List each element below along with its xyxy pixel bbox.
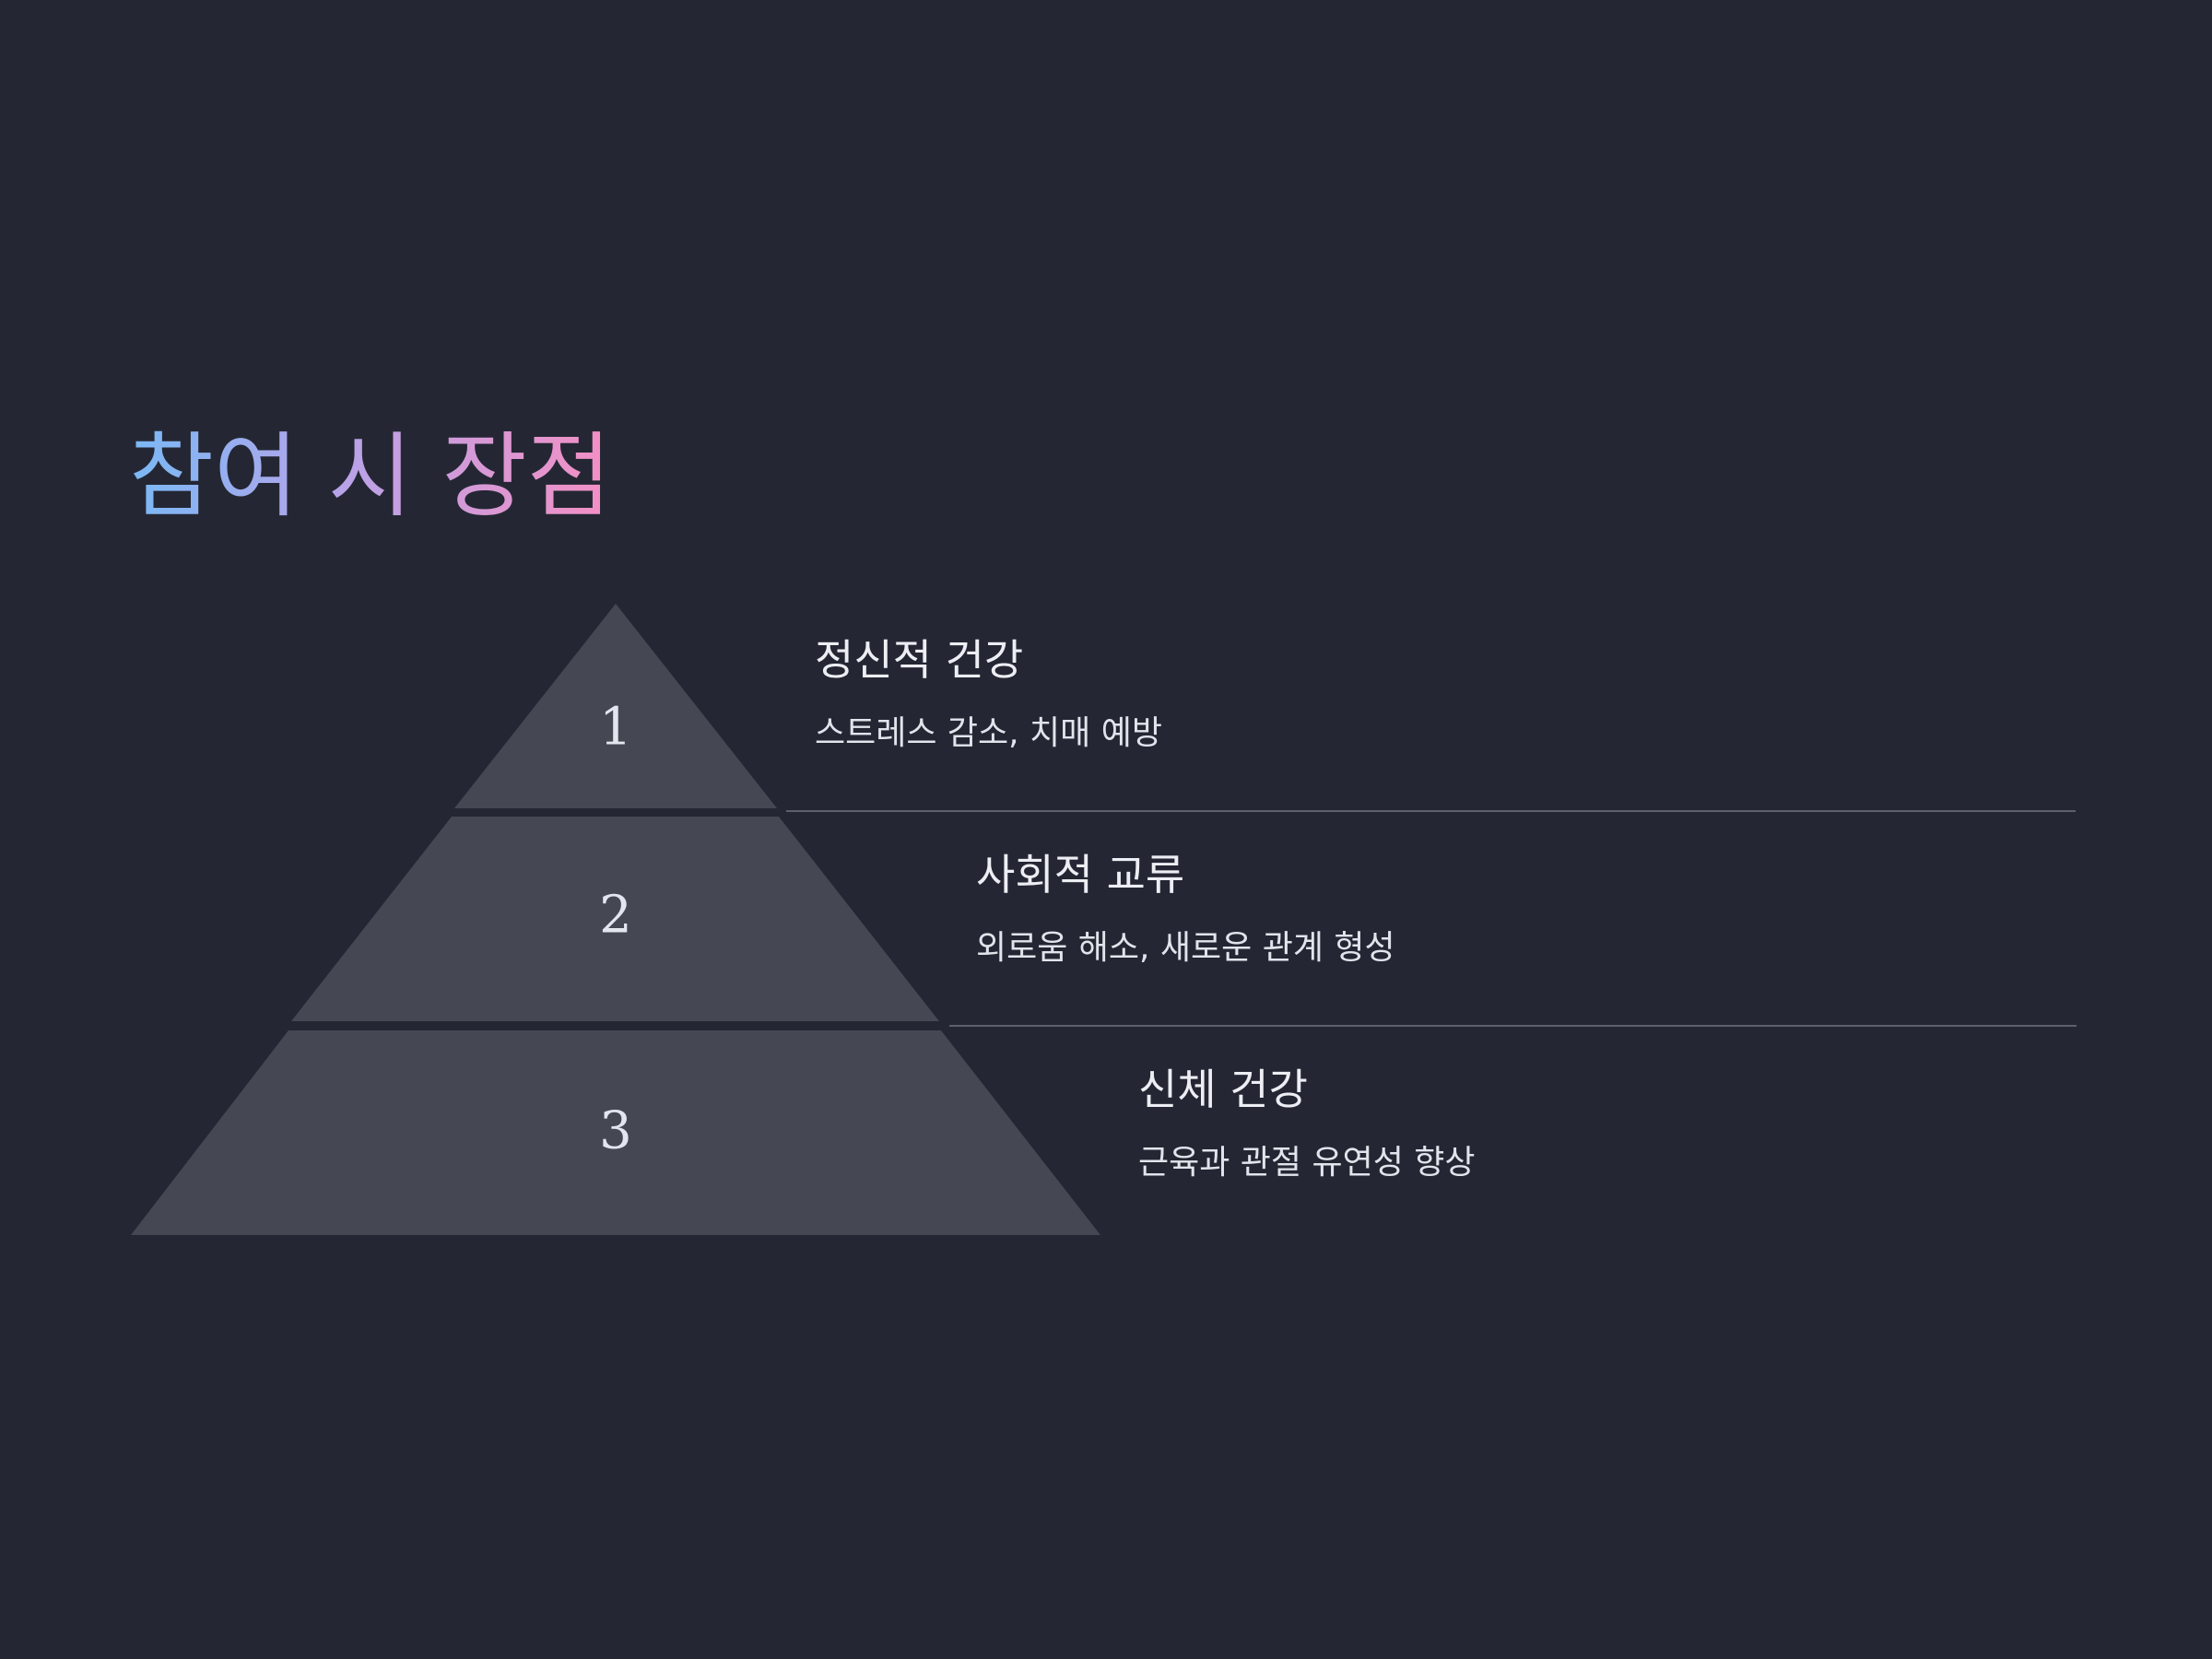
benefit-item-1: 정신적 건강 스트레스 감소, 치매 예방 — [815, 632, 1162, 756]
level-number-1: 1 — [599, 698, 632, 758]
pyramid-level-3 — [131, 1030, 1100, 1235]
benefit-description: 근육과 관절 유연성 향상 — [1138, 1144, 1476, 1182]
benefit-description: 외로움 해소, 새로운 관계 형성 — [976, 929, 1395, 967]
benefit-heading: 사회적 교류 — [976, 850, 1185, 900]
benefit-item-3: 신체 건강 근육과 관절 유연성 향상 — [1138, 1062, 1476, 1185]
pyramid-level-2 — [291, 817, 939, 1021]
level-number-2: 2 — [599, 886, 632, 946]
benefit-description: 스트레스 감소, 치매 예방 — [815, 714, 1162, 752]
benefit-heading: 정신적 건강 — [815, 635, 1024, 685]
pyramid-level-1 — [454, 604, 777, 808]
slide-title: 참여 시 장점 — [129, 417, 612, 536]
level-number-3: 3 — [599, 1101, 632, 1161]
benefit-heading: 신체 건강 — [1138, 1065, 1308, 1114]
benefit-item-2: 사회적 교류 외로움 해소, 새로운 관계 형성 — [976, 847, 1395, 971]
